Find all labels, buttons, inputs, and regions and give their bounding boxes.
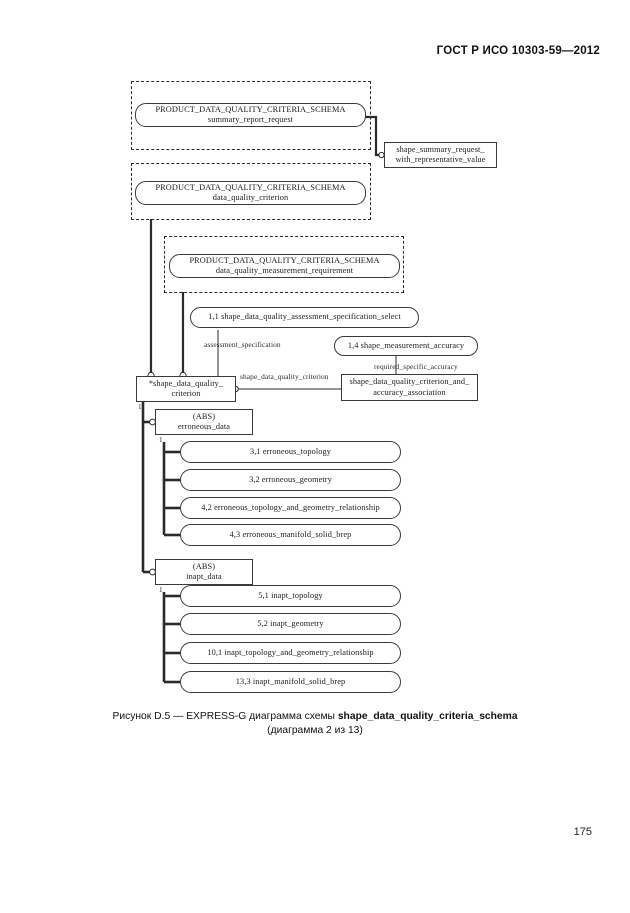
- label-assessment-specification: assessment_specification: [204, 340, 281, 349]
- node-inapt-manifold-solid-brep[interactable]: 13,3 inapt_manifold_solid_brep: [180, 671, 401, 693]
- node-label: 13,3 inapt_manifold_solid_brep: [235, 676, 346, 686]
- caption-schema-name: shape_data_quality_criteria_schema: [337, 711, 518, 722]
- node-label: 4,2 erroneous_topology_and_geometry_rela…: [201, 502, 380, 512]
- node-erroneous-topology[interactable]: 3,1 erroneous_topology: [180, 441, 401, 463]
- node-shape-data-quality-assessment-specification-select[interactable]: 1,1 shape_data_quality_assessment_specif…: [190, 307, 419, 328]
- tree-digit-inapt: 1: [159, 586, 163, 594]
- page-number: 175: [573, 826, 592, 838]
- node-schema-name: PRODUCT_DATA_QUALITY_CRITERIA_SCHEMA: [155, 182, 346, 192]
- tree-digit-main: 1: [138, 403, 142, 411]
- node-line-2: with_representative_value: [395, 155, 486, 164]
- node-reference-name: data_quality_criterion: [212, 193, 289, 202]
- node-inapt-topology[interactable]: 5,1 inapt_topology: [180, 585, 401, 607]
- label-shape-data-quality-criterion: shape_data_quality_criterion: [240, 372, 329, 381]
- node-erroneous-topology-and-geometry-relationship[interactable]: 4,2 erroneous_topology_and_geometry_rela…: [180, 497, 401, 519]
- node-line-2: criterion: [171, 389, 201, 398]
- node-inapt-geometry[interactable]: 5,2 inapt_geometry: [180, 613, 401, 635]
- node-line-1: shape_summary_request_: [396, 144, 485, 154]
- node-line-1: *shape_data_quality_: [148, 378, 224, 388]
- schema-frame-summary-report-request: [131, 81, 371, 150]
- node-summary-report-request[interactable]: PRODUCT_DATA_QUALITY_CRITERIA_SCHEMA sum…: [135, 103, 366, 127]
- node-inapt-data[interactable]: (ABS) inapt_data: [155, 559, 253, 585]
- node-line-2: inapt_data: [186, 572, 222, 581]
- node-line-1: (ABS): [192, 561, 216, 571]
- node-label: 5,1 inapt_topology: [258, 590, 323, 600]
- figure-caption: Рисунок D.5 — EXPRESS-G диаграмма схемы …: [0, 710, 630, 737]
- schema-frame-data-quality-criterion: [131, 163, 371, 220]
- node-shape-summary-request-with-representative-value[interactable]: shape_summary_request_ with_representati…: [384, 142, 497, 168]
- node-line-2: erroneous_data: [177, 422, 231, 431]
- tree-digit-erroneous: 1: [159, 436, 163, 444]
- express-g-diagram: PRODUCT_DATA_QUALITY_CRITERIA_SCHEMA sum…: [131, 81, 497, 693]
- document-standard-header: ГОСТ Р ИСО 10303-59—2012: [436, 45, 600, 57]
- node-line-2: accuracy_association: [373, 387, 446, 397]
- node-shape-data-quality-criterion-main[interactable]: *shape_data_quality_ criterion: [136, 376, 236, 402]
- node-shape-measurement-accuracy[interactable]: 1,4 shape_measurement_accuracy: [334, 336, 478, 356]
- caption-line-2: (диаграмма 2 из 13): [267, 724, 363, 736]
- node-erroneous-geometry[interactable]: 3,2 erroneous_geometry: [180, 469, 401, 491]
- node-data-quality-criterion[interactable]: PRODUCT_DATA_QUALITY_CRITERIA_SCHEMA dat…: [135, 181, 366, 205]
- node-line-1: shape_data_quality_criterion_and_: [349, 377, 470, 386]
- node-inapt-topology-and-geometry-relationship[interactable]: 10,1 inapt_topology_and_geometry_relatio…: [180, 642, 401, 664]
- node-label: 3,2 erroneous_geometry: [249, 474, 332, 484]
- node-reference-name: data_quality_measurement_requirement: [215, 266, 354, 275]
- node-erroneous-manifold-solid-brep[interactable]: 4,3 erroneous_manifold_solid_brep: [180, 524, 401, 546]
- node-label: 4,3 erroneous_manifold_solid_brep: [229, 529, 352, 539]
- node-erroneous-data[interactable]: (ABS) erroneous_data: [155, 409, 253, 435]
- node-label: 1,4 shape_measurement_accuracy: [347, 340, 465, 350]
- diagram-connectors: [141, 115, 397, 684]
- node-shape-data-quality-criterion-and-accuracy-association[interactable]: shape_data_quality_criterion_and_ accura…: [341, 374, 478, 401]
- schema-frame-data-quality-measurement-requirement: [164, 236, 404, 293]
- node-label: 10,1 inapt_topology_and_geometry_relatio…: [207, 647, 374, 657]
- node-data-quality-measurement-requirement[interactable]: PRODUCT_DATA_QUALITY_CRITERIA_SCHEMA dat…: [169, 254, 400, 278]
- node-label: 1,1 shape_data_quality_assessment_specif…: [208, 312, 401, 322]
- label-required-specific-accuracy: required_specific_accuracy: [374, 362, 458, 371]
- node-label: 3,1 erroneous_topology: [249, 446, 331, 456]
- node-schema-name: PRODUCT_DATA_QUALITY_CRITERIA_SCHEMA: [155, 104, 346, 114]
- node-line-1: (ABS): [192, 411, 216, 421]
- node-schema-name: PRODUCT_DATA_QUALITY_CRITERIA_SCHEMA: [189, 255, 380, 265]
- node-label: 5,2 inapt_geometry: [257, 618, 324, 628]
- caption-prefix: Рисунок D.5 — EXPRESS-G диаграмма схемы: [112, 711, 338, 722]
- node-reference-name: summary_report_request: [207, 115, 294, 124]
